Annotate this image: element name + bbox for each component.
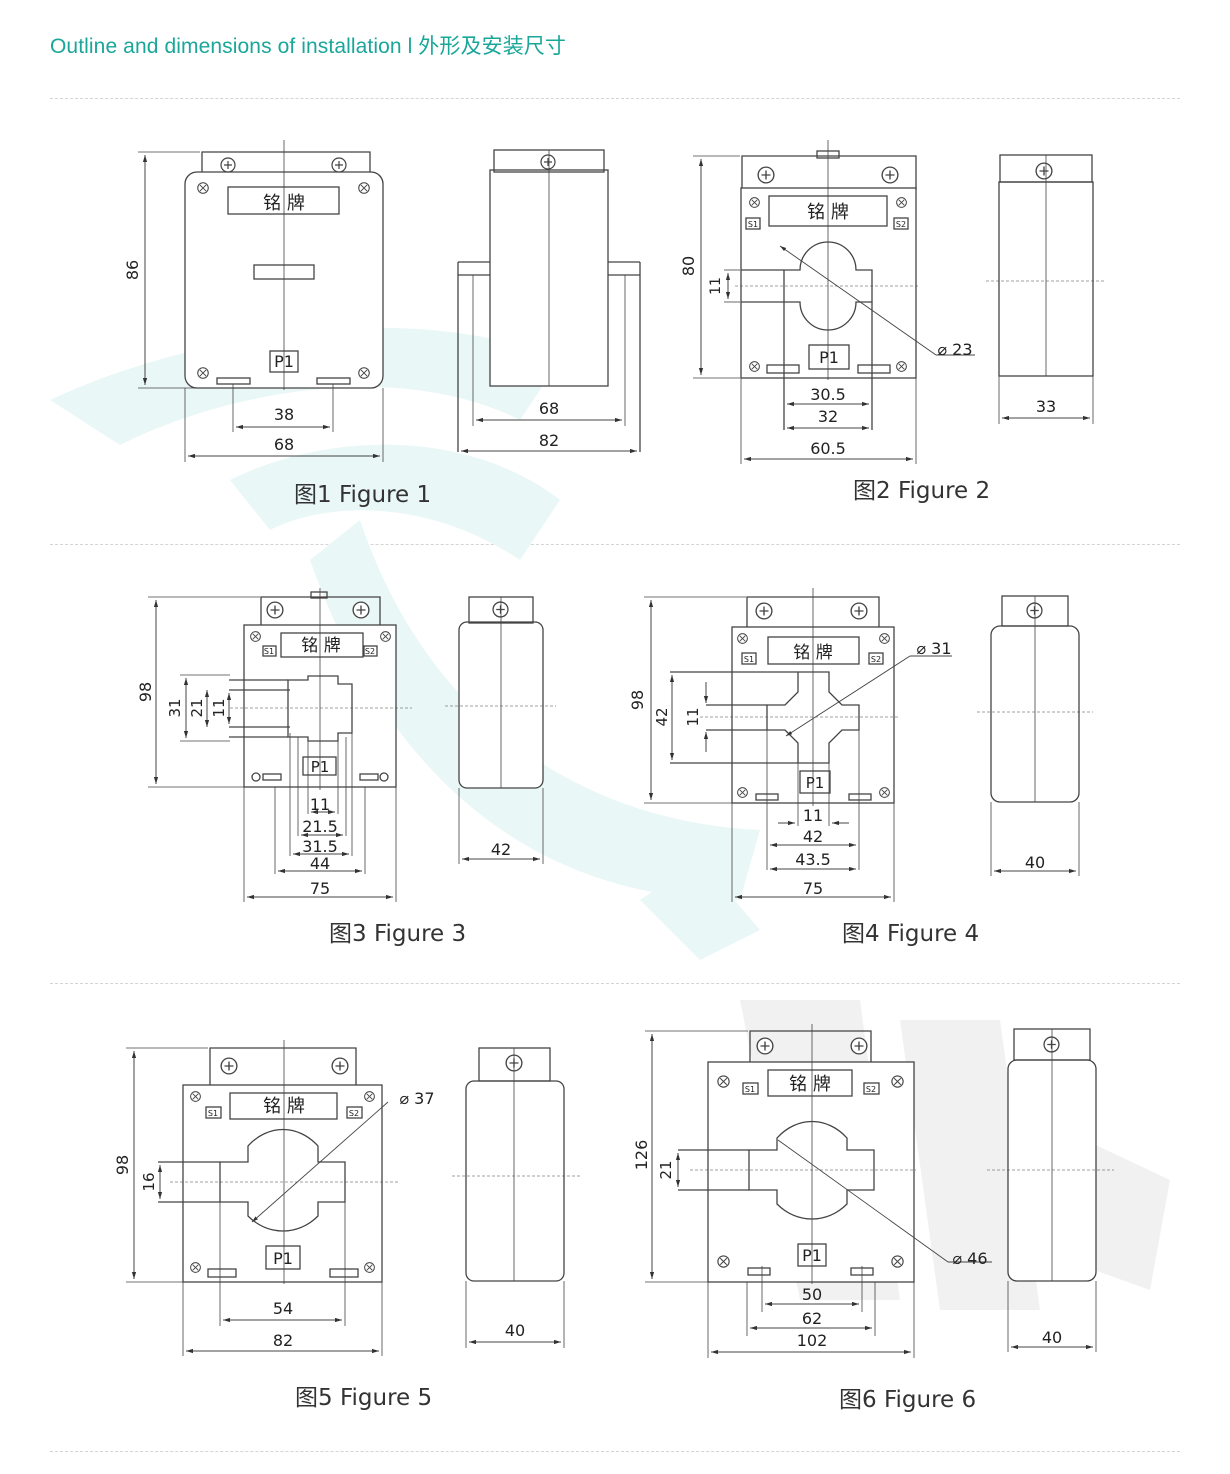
dim-label: 68 xyxy=(539,399,559,418)
terminal-label: P1 xyxy=(802,1246,822,1265)
dim-height: 98 xyxy=(113,1155,132,1175)
terminal-label: S1 xyxy=(745,1085,755,1094)
dim-height: 98 xyxy=(628,690,647,710)
dim-height: 86 xyxy=(123,260,142,280)
figure-3-drawing xyxy=(148,588,556,902)
dim-diameter: ⌀ 23 xyxy=(937,340,972,359)
dim-label: 31.5 xyxy=(302,837,338,856)
nameplate-label: 铭 牌 xyxy=(793,643,832,663)
dim-diameter: ⌀ 31 xyxy=(916,639,951,658)
terminal-label: P1 xyxy=(273,1249,293,1268)
divider xyxy=(50,98,1180,99)
figure-caption: 图1 Figure 1 xyxy=(294,482,432,508)
terminal-label: P1 xyxy=(806,774,825,792)
figure-caption: 图2 Figure 2 xyxy=(853,478,991,504)
dim-label: 44 xyxy=(310,854,330,873)
dim-label: 40 xyxy=(505,1321,525,1340)
dim-label: 32 xyxy=(818,407,838,426)
figure-2-drawing xyxy=(693,140,1104,464)
figure-caption: 图3 Figure 3 xyxy=(329,921,467,947)
dim-label: 11 xyxy=(310,795,330,814)
dim-label: 82 xyxy=(273,1331,293,1350)
dim-diameter: ⌀ 46 xyxy=(952,1249,987,1268)
dim-height: 80 xyxy=(679,256,698,276)
dim-label: 75 xyxy=(310,879,330,898)
terminal-label: S2 xyxy=(365,647,375,656)
nameplate-label: 铭 牌 xyxy=(301,636,340,656)
dim-label: 43.5 xyxy=(795,850,831,869)
dim-label: 82 xyxy=(539,431,559,450)
terminal-label: S1 xyxy=(744,655,754,664)
divider xyxy=(50,1451,1180,1452)
page-title: Outline and dimensions of installation l… xyxy=(50,35,567,58)
figure-caption: 图4 Figure 4 xyxy=(842,921,980,947)
dim-label: 75 xyxy=(803,879,823,898)
terminal-label: S2 xyxy=(866,1085,876,1094)
dim-label: 11 xyxy=(803,806,823,825)
dim-label: 68 xyxy=(274,435,294,454)
nameplate-label: 铭 牌 xyxy=(789,1074,831,1095)
figure-caption: 图5 Figure 5 xyxy=(295,1385,433,1411)
dim-label: 62 xyxy=(802,1309,822,1328)
terminal-label: S2 xyxy=(871,655,881,664)
figure-6-drawing xyxy=(645,1024,1114,1358)
dim-label: 42 xyxy=(491,840,511,859)
terminal-label: P1 xyxy=(274,352,294,371)
dim-label: 31 xyxy=(166,698,184,717)
dim-label: 38 xyxy=(274,405,294,424)
terminal-label: S1 xyxy=(264,647,274,656)
dim-label: 60.5 xyxy=(810,439,846,458)
nameplate-label: 铭 牌 xyxy=(263,193,305,214)
figure-4-drawing xyxy=(644,588,1093,902)
dim-label: 42 xyxy=(653,707,671,726)
dim-label: 40 xyxy=(1042,1328,1062,1347)
terminal-label: S1 xyxy=(208,1109,218,1118)
figure-1-drawing xyxy=(138,140,641,462)
dim-label: 21 xyxy=(188,698,206,717)
dim-label: 21 xyxy=(657,1160,675,1179)
figure-5-drawing xyxy=(126,1040,580,1356)
terminal-label: S2 xyxy=(896,220,906,229)
dim-label: 11 xyxy=(708,277,724,295)
dim-height: 126 xyxy=(632,1140,651,1171)
dim-label: 11 xyxy=(210,698,228,717)
dim-label: 21.5 xyxy=(302,817,338,836)
dim-label: 50 xyxy=(802,1285,822,1304)
dim-label: 40 xyxy=(1025,853,1045,872)
nameplate-label: 铭 牌 xyxy=(263,1096,305,1117)
terminal-label: P1 xyxy=(819,348,839,367)
dim-label: 30.5 xyxy=(810,385,846,404)
terminal-label: P1 xyxy=(311,758,330,776)
dim-label: 102 xyxy=(797,1331,828,1350)
nameplate-label: 铭 牌 xyxy=(807,202,849,223)
divider xyxy=(50,983,1180,984)
terminal-label: S2 xyxy=(349,1109,359,1118)
dim-label: 11 xyxy=(684,707,702,726)
dim-label: 33 xyxy=(1036,397,1056,416)
dim-label: 54 xyxy=(273,1299,293,1318)
dim-label: 42 xyxy=(803,827,823,846)
terminal-label: S1 xyxy=(748,220,758,229)
divider xyxy=(50,544,1180,545)
figure-caption: 图6 Figure 6 xyxy=(839,1387,977,1413)
dim-diameter: ⌀ 37 xyxy=(399,1089,434,1108)
dim-height: 98 xyxy=(136,682,155,702)
dim-label: 16 xyxy=(140,1172,158,1191)
